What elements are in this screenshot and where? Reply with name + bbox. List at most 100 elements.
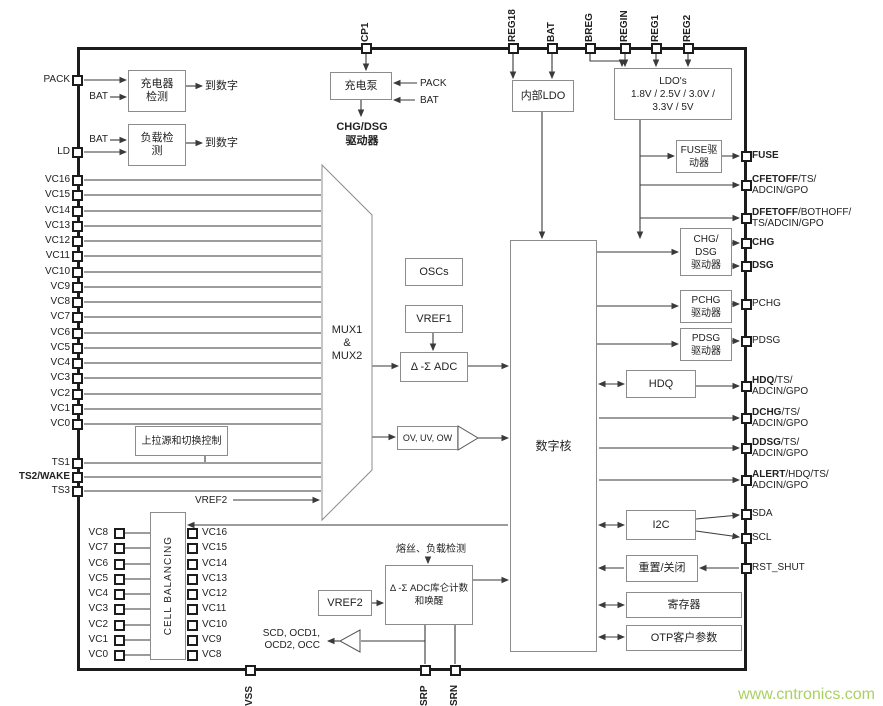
- pin-label-pack: PACK: [43, 74, 71, 85]
- bal-label-vc8-left: VC8: [88, 527, 108, 538]
- pin-srn: [450, 665, 461, 676]
- pin-label-reg18: REG18: [507, 9, 518, 42]
- pin-chg: [741, 238, 752, 249]
- bat-input-label-2: BAT: [89, 134, 108, 145]
- to-digital-label-1: 到数字: [205, 80, 238, 92]
- bal-pin-vc3-left: [114, 604, 125, 615]
- bal-label-vc2-left: VC2: [88, 619, 108, 630]
- pin-label-rst-shut: RST_SHUT: [752, 562, 805, 573]
- to-digital-label-2: 到数字: [205, 137, 238, 149]
- pin-ts3: [72, 486, 83, 497]
- pin-srp: [420, 665, 431, 676]
- bal-pin-vc1-left: [114, 635, 125, 646]
- scd-ocd-label: SCD, OCD1, OCD2, OCC: [262, 628, 320, 651]
- bal-pin-vc7-left: [114, 543, 125, 554]
- vref1-block: VREF1: [405, 305, 463, 333]
- pin-label-bat-top: BAT: [546, 22, 557, 42]
- pin-label-vc0: VC0: [50, 418, 70, 429]
- pin-label-regin: REGIN: [619, 10, 630, 42]
- pin-label-reg2: REG2: [682, 14, 693, 42]
- bal-label-vc15-right: VC15: [202, 542, 228, 553]
- pin-label-alert: ALERT/HDQ/TS/ADCIN/GPO: [752, 469, 829, 491]
- pin-alert: [741, 475, 752, 486]
- pin-label-vc9: VC9: [50, 281, 70, 292]
- pin-vc10: [72, 267, 83, 278]
- internal-ldo-block: 内部LDO: [512, 80, 574, 112]
- bal-label-vc4-left: VC4: [88, 588, 108, 599]
- bal-pin-vc11-right: [187, 604, 198, 615]
- bal-label-vc3-left: VC3: [88, 603, 108, 614]
- pin-label-cfetoff: CFETOFF/TS/ADCIN/GPO: [752, 174, 817, 196]
- bat-input-label-1: BAT: [89, 91, 108, 102]
- pin-cp1: [361, 43, 372, 54]
- bal-label-vc16-right: VC16: [202, 527, 228, 538]
- pin-pdsg: [741, 336, 752, 347]
- pin-hdq: [741, 381, 752, 392]
- pin-label-fuse: FUSE: [752, 150, 779, 161]
- pin-ddsg: [741, 443, 752, 454]
- pin-fuse: [741, 151, 752, 162]
- pin-label-vc3: VC3: [50, 372, 70, 383]
- pin-label-vc7: VC7: [50, 311, 70, 322]
- pin-sda: [741, 509, 752, 520]
- bal-label-vc12-right: VC12: [202, 588, 228, 599]
- bal-label-vc9-right: VC9: [202, 634, 222, 645]
- pin-vss: [245, 665, 256, 676]
- ldos-block: LDO's 1.8V / 2.5V / 3.0V / 3.3V / 5V: [614, 68, 732, 120]
- pin-label-vss: VSS: [244, 685, 255, 706]
- bal-pin-vc6-left: [114, 559, 125, 570]
- bal-label-vc14-right: VC14: [202, 558, 228, 569]
- pin-vc13: [72, 221, 83, 232]
- hdq-block: HDQ: [626, 370, 696, 398]
- pin-label-vc6: VC6: [50, 327, 70, 338]
- pin-vc16: [72, 175, 83, 186]
- bal-label-vc11-right: VC11: [202, 603, 227, 614]
- bal-pin-vc2-left: [114, 620, 125, 631]
- pin-dchg: [741, 413, 752, 424]
- pin-vc14: [72, 206, 83, 217]
- pin-label-hdq: HDQ/TS/ADCIN/GPO: [752, 375, 809, 397]
- chg-dsg-driver-text: CHG/DSG 驱动器: [336, 121, 388, 147]
- pin-reg18: [508, 43, 519, 54]
- cell-balancing-label: CELL BALANCING: [162, 536, 174, 636]
- bal-pin-vc9-right: [187, 635, 198, 646]
- pump-bat-label: BAT: [420, 95, 439, 106]
- pin-rst-shut: [741, 563, 752, 574]
- pin-vc7: [72, 312, 83, 323]
- ov-uv-ow-block: OV, UV, OW: [397, 426, 458, 450]
- pin-vc15: [72, 190, 83, 201]
- pin-ts1: [72, 458, 83, 469]
- pin-ts2-wake: [72, 472, 83, 483]
- pin-label-cp1: CP1: [360, 22, 371, 42]
- charge-pump-block: 充电泵: [330, 72, 392, 100]
- otp-block: OTP客户参数: [626, 625, 742, 651]
- pin-label-vc1: VC1: [50, 403, 70, 414]
- bal-pin-vc0-left: [114, 650, 125, 661]
- pin-label-dchg: DCHG/TS/ADCIN/GPO: [752, 407, 809, 429]
- pin-label-vc11: VC11: [45, 250, 70, 261]
- pin-label-pdsg: PDSG: [752, 335, 781, 346]
- i2c-block: I2C: [626, 510, 696, 540]
- pin-label-dfetoff: DFETOFF/BOTHOFF/TS/ADCIN/GPO: [752, 207, 852, 229]
- bal-pin-vc14-right: [187, 559, 198, 570]
- pin-label-scl: SCL: [752, 532, 772, 543]
- cell-balancing-block: CELL BALANCING: [150, 512, 186, 660]
- pin-reg2: [683, 43, 694, 54]
- digital-core-block: 数字核: [510, 240, 597, 652]
- pin-vc3: [72, 373, 83, 384]
- pin-label-vc14: VC14: [44, 205, 70, 216]
- pin-ld: [72, 147, 83, 158]
- pin-dfetoff: [741, 213, 752, 224]
- bal-label-vc0-left: VC0: [88, 649, 108, 660]
- bal-pin-vc13-right: [187, 574, 198, 585]
- pin-label-vc8: VC8: [50, 296, 70, 307]
- bal-pin-vc8-right: [187, 650, 198, 661]
- vref2-block: VREF2: [318, 590, 372, 616]
- pdsg-driver-block: PDSG 驱动器: [680, 328, 732, 361]
- pin-pack: [72, 75, 83, 86]
- pin-label-vc2: VC2: [50, 388, 70, 399]
- pin-label-reg1: REG1: [650, 14, 661, 42]
- pin-label-ld: LD: [57, 146, 70, 157]
- bal-label-vc6-left: VC6: [88, 558, 108, 569]
